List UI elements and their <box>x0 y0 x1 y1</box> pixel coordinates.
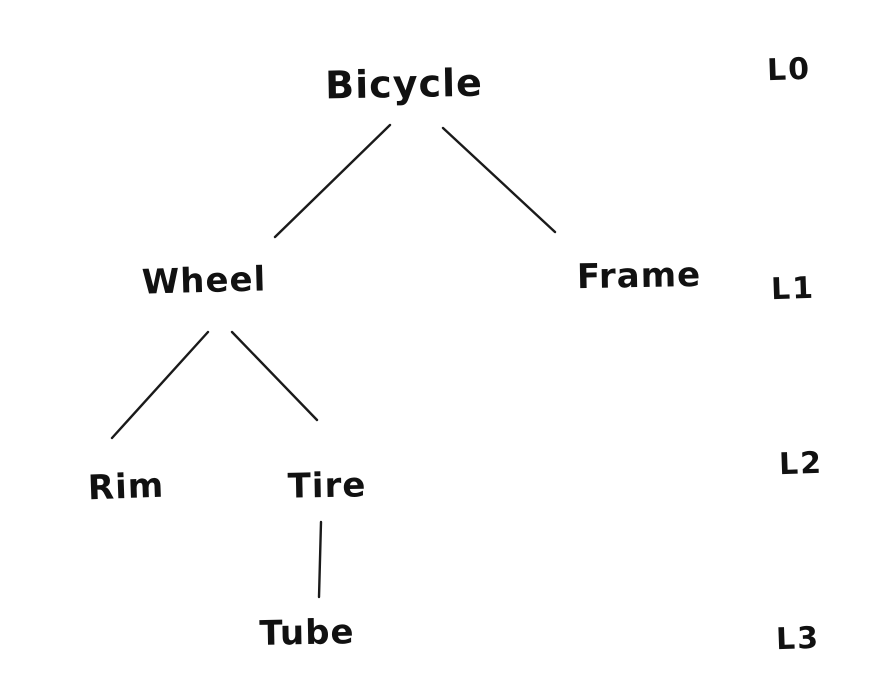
edge-wheel-tire <box>230 330 319 422</box>
edge-bicycle-wheel <box>273 123 392 239</box>
tree-node-tire: Tire <box>287 465 367 507</box>
level-label-l1: L1 <box>770 270 816 308</box>
tree-node-wheel: Wheel <box>141 259 267 303</box>
level-label-l3: L3 <box>775 620 821 658</box>
level-label-l2: L2 <box>778 445 824 483</box>
edge-wheel-rim <box>110 330 210 440</box>
edge-tire-tube <box>317 520 323 599</box>
tree-node-tube: Tube <box>259 612 355 654</box>
level-label-l0: L0 <box>766 51 812 89</box>
tree-node-bicycle: Bicycle <box>324 60 484 108</box>
tree-node-rim: Rim <box>87 465 165 509</box>
edge-bicycle-frame <box>441 126 557 234</box>
tree-node-frame: Frame <box>576 254 702 298</box>
